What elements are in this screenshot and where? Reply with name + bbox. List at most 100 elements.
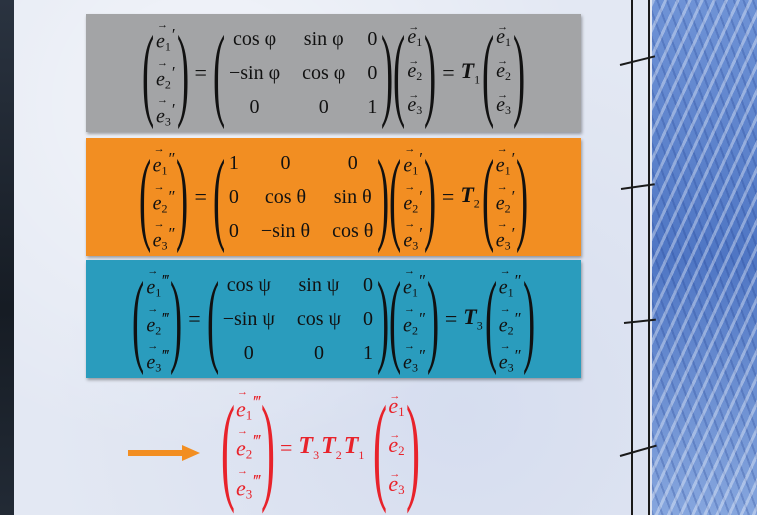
matrix-cell: cos ψ — [296, 308, 342, 330]
matrix-cell: sin θ — [333, 186, 372, 208]
border-line-2 — [648, 0, 650, 515]
vector-entry: e2‴ — [236, 418, 260, 467]
vector-entry: e3 — [407, 82, 422, 123]
vector-entry: e1 — [407, 14, 422, 55]
matrix-cell: 0 — [280, 152, 291, 174]
slide-right-texture — [652, 0, 757, 515]
matrix-cell: sin ψ — [298, 274, 340, 296]
rotation-phi-band: ( e1′ e2′ e3′ ) = ( cos φ sin φ 0 −sin φ… — [86, 12, 581, 132]
vector-entry: e3 — [388, 461, 404, 503]
result-lhs-vector: ( e1‴ e2‴ e3‴ ) — [221, 379, 275, 508]
rotation-psi-band: ( e1‴ e2‴ e3‴ ) = ( cos ψ sin ψ 0 −sin ψ… — [86, 258, 581, 378]
transform-symbol: T1 — [460, 58, 481, 87]
matrix-cell: 0 — [318, 96, 329, 118]
right-arrow-icon — [128, 445, 200, 461]
equals-sign: = — [194, 60, 207, 85]
matrix-cell: 0 — [363, 308, 374, 330]
vector-entry: e3 — [496, 82, 511, 123]
matrix-cell: 1 — [228, 152, 239, 174]
matrix-cell: 0 — [249, 96, 260, 118]
matrix-cell: 1 — [363, 342, 374, 364]
vector-entry: e1 — [388, 383, 404, 425]
matrix-cell: cos ψ — [226, 274, 271, 296]
vector-entry: e2 — [407, 48, 422, 89]
vector-entry: e1 — [496, 14, 511, 55]
vector-entry: e3′ — [496, 211, 515, 259]
matrix-cell: 0 — [347, 152, 358, 174]
slide-left-edge — [0, 0, 18, 515]
matrix-cell: cos θ — [332, 220, 374, 242]
vector-entry: e1″ — [499, 258, 521, 306]
rotation-theta-equation: ( e1″ e2″ e3″ ) = ( 1 0 0 0 cos θ sin θ … — [86, 136, 581, 256]
matrix-cell: 0 — [228, 220, 239, 242]
equals-sign: = — [441, 184, 455, 209]
vector-entry: e3′ — [156, 87, 175, 135]
equals-sign: = — [444, 306, 458, 331]
rotation-psi-equation: ( e1‴ e2‴ e3‴ ) = ( cos ψ sin ψ 0 −sin ψ… — [86, 258, 581, 378]
border-line-1 — [631, 0, 633, 515]
rhs-vector: ( e1′ e2′ e3′ ) — [389, 136, 436, 253]
equals-sign: = — [194, 184, 207, 209]
matrix-cell: cos φ — [232, 28, 277, 50]
matrix-cell: 0 — [313, 342, 324, 364]
transform-symbol: T3 — [463, 304, 483, 333]
matrix-cell: −sin θ — [260, 220, 311, 242]
vector-entry: e3″ — [499, 333, 521, 381]
rotation-matrix: ( cos ψ sin ψ 0 −sin ψ cos ψ 0 0 0 1 ) — [206, 261, 390, 376]
vector-entry: e3″ — [403, 333, 425, 381]
vector-entry: e2′ — [403, 174, 422, 222]
matrix-cell: cos φ — [302, 62, 346, 84]
vector-entry: e1′ — [496, 136, 515, 184]
rhs-vector: ( e1 e2 e3 ) — [393, 14, 436, 125]
transform-symbol: T1 — [343, 433, 365, 462]
transform-symbol: T2 — [460, 182, 480, 211]
matrix-cell: 0 — [367, 28, 378, 50]
equals-sign: = — [188, 306, 201, 331]
vector-entry: e2‴ — [146, 296, 168, 344]
matrix-cell: 0 — [243, 342, 254, 364]
rhs-vector: ( e1″ e2″ e3″ ) — [389, 258, 439, 375]
vector-entry: e1‴ — [236, 379, 260, 428]
vector-entry: e2 — [388, 422, 404, 464]
transform-symbol: T2 — [321, 433, 342, 462]
matrix-cell: cos θ — [264, 186, 307, 208]
vector-entry: e3‴ — [236, 458, 260, 507]
vector-entry: e1″ — [153, 136, 175, 184]
vector-entry: e2″ — [153, 174, 175, 222]
equals-sign: = — [442, 60, 455, 85]
rhs-vector-2: ( e1″ e2″ e3″ ) — [485, 258, 535, 375]
matrix-cell: sin φ — [303, 28, 344, 50]
vector-entry: e1″ — [403, 258, 425, 306]
slide-background — [14, 0, 654, 515]
combined-rotation-equation: ( e1‴ e2‴ e3‴ ) = T3 T2 T1 ( e1 e2 e3 ) — [221, 379, 420, 508]
vector-entry: e2′ — [156, 50, 175, 98]
rotation-matrix: ( cos φ sin φ 0 −sin φ cos φ 0 0 0 1 ) — [212, 15, 394, 130]
rotation-phi-equation: ( e1′ e2′ e3′ ) = ( cos φ sin φ 0 −sin φ… — [86, 12, 581, 132]
vector-entry: e1‴ — [146, 258, 168, 306]
matrix-cell: 0 — [363, 274, 374, 296]
rhs-vector-2: ( e1′ e2′ e3′ ) — [482, 136, 529, 253]
vector-entry: e2′ — [496, 174, 515, 222]
rhs-vector-2: ( e1 e2 e3 ) — [482, 14, 525, 125]
matrix-cell: −sin ψ — [222, 308, 275, 330]
rotation-theta-band: ( e1″ e2″ e3″ ) = ( 1 0 0 0 cos θ sin θ … — [86, 136, 581, 256]
rotation-matrix: ( 1 0 0 0 cos θ sin θ 0 −sin θ cos θ ) — [212, 139, 390, 254]
vector-entry: e2″ — [403, 296, 425, 344]
vector-entry: e3″ — [153, 211, 175, 259]
lhs-vector: ( e1′ e2′ e3′ ) — [142, 12, 189, 129]
vector-entry: e2″ — [499, 296, 521, 344]
vector-entry: e3′ — [403, 211, 422, 259]
matrix-cell: 0 — [367, 62, 378, 84]
lhs-vector: ( e1‴ e2‴ e3‴ ) — [132, 258, 182, 375]
transform-symbol: T3 — [298, 433, 320, 462]
result-rhs-vector: ( e1 e2 e3 ) — [373, 383, 419, 508]
matrix-cell: 1 — [367, 96, 378, 118]
vector-entry: e2 — [496, 48, 511, 89]
vector-entry: e1′ — [403, 136, 422, 184]
lhs-vector: ( e1″ e2″ e3″ ) — [139, 136, 189, 253]
matrix-cell: 0 — [228, 186, 239, 208]
equals-sign: = — [279, 435, 293, 460]
matrix-cell: −sin φ — [228, 62, 281, 84]
vector-entry: e3‴ — [146, 333, 168, 381]
vector-entry: e1′ — [156, 12, 175, 60]
